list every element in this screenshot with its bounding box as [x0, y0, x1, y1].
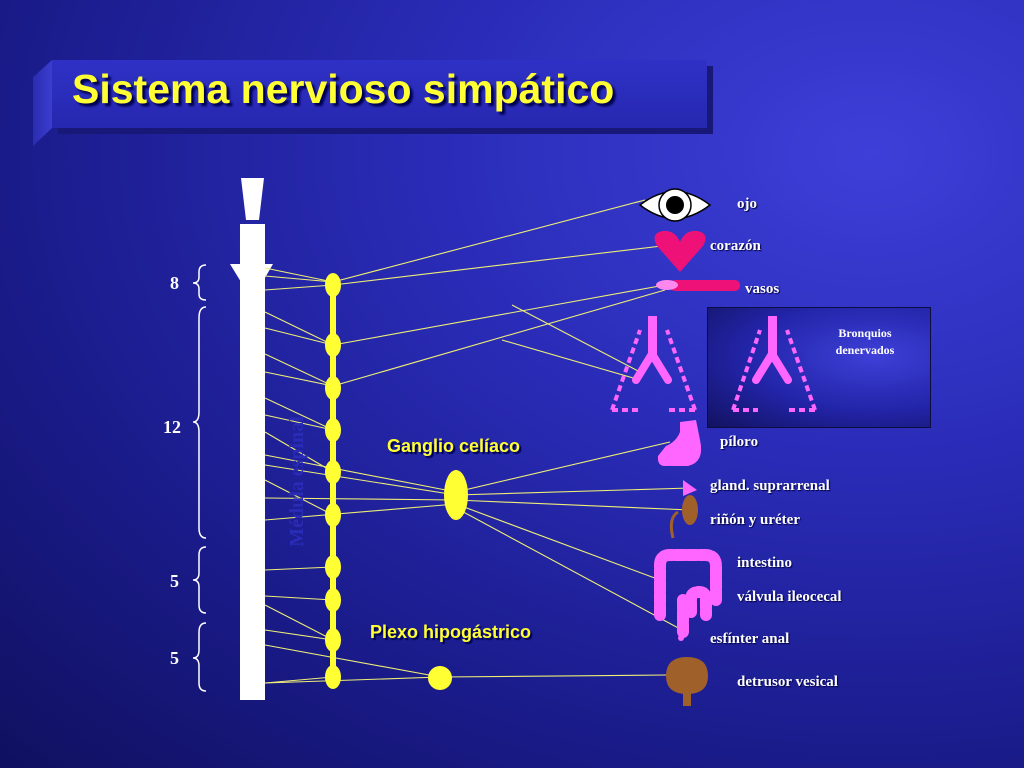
segment-label-thoracic: 12 — [163, 417, 181, 437]
spinal-cord — [230, 178, 273, 700]
organ-label-anal: esfínter anal — [710, 631, 790, 647]
organ-label-bronchi-denervated: Bronquios denervados — [815, 325, 915, 359]
hypogastric-plexus — [428, 666, 452, 690]
sympathetic-chain — [325, 273, 341, 689]
chain-ganglion — [325, 273, 341, 297]
segment-label-cervical: 8 — [170, 273, 179, 293]
chain-ganglion — [325, 460, 341, 484]
spinal-cord-arrow-inner — [237, 268, 266, 292]
celiac-ganglion — [444, 470, 468, 520]
bronchi-denervated-icon — [731, 316, 817, 412]
organ-label-eye: ojo — [737, 196, 757, 212]
brace-sacral — [192, 622, 207, 692]
organ-label-heart: corazón — [710, 238, 761, 254]
chain-ganglion — [325, 503, 341, 527]
chain-ganglion — [325, 376, 341, 400]
title-box — [52, 60, 707, 128]
heart-icon — [654, 230, 706, 272]
brace-cervical — [192, 264, 207, 301]
celiac-ganglion-label: Ganglio celíaco — [387, 436, 521, 456]
organ-label-bladder: detrusor vesical — [737, 674, 838, 690]
chain-ganglion — [325, 628, 341, 652]
segment-braces — [192, 264, 207, 692]
nerve-fibers — [264, 199, 691, 684]
bladder-icon — [666, 657, 708, 706]
segment-label-lumbar: 5 — [170, 571, 179, 591]
bronchi-denervated-panel — [707, 307, 931, 428]
organ-label-vessels: vasos — [745, 281, 780, 297]
page-title: Sistema nervioso simpático — [72, 66, 615, 112]
brace-thoracic — [192, 306, 207, 539]
eye-icon — [638, 188, 712, 222]
brace-lumbar — [192, 546, 207, 614]
anal-sphincter-icon — [678, 635, 684, 641]
spinal-cord-column — [240, 224, 265, 700]
intestine-icon — [654, 549, 722, 638]
title-bevel — [33, 60, 52, 146]
kidney-icon — [669, 495, 698, 539]
organ-label-kidney: riñón y uréter — [710, 512, 800, 528]
adrenal-icon — [683, 480, 697, 496]
chain-ganglion — [325, 555, 341, 579]
stomach-icon — [657, 420, 702, 466]
segment-label-sacral: 5 — [170, 648, 179, 668]
bronchi-label-line-1: Bronquios — [838, 326, 892, 340]
vessel-icon — [656, 280, 740, 291]
chain-ganglion — [325, 418, 341, 442]
organ-label-intestine: intestino — [737, 555, 793, 571]
bronchi-icon — [610, 316, 697, 412]
organ-label-ileocecal: válvula ileocecal — [737, 589, 842, 605]
organ-label-pylorus: píloro — [720, 434, 759, 450]
hypogastric-plexus-label: Plexo hipogástrico — [370, 622, 532, 642]
spinal-cord-top — [241, 178, 264, 220]
chain-ganglion — [325, 588, 341, 612]
organ-label-adrenal: gland. suprarrenal — [710, 478, 830, 494]
spinal-cord-label: Médula espinal — [285, 416, 308, 547]
bronchi-label-line-2: denervados — [835, 343, 895, 357]
chain-ganglion — [325, 665, 341, 689]
chain-ganglion — [325, 333, 341, 357]
